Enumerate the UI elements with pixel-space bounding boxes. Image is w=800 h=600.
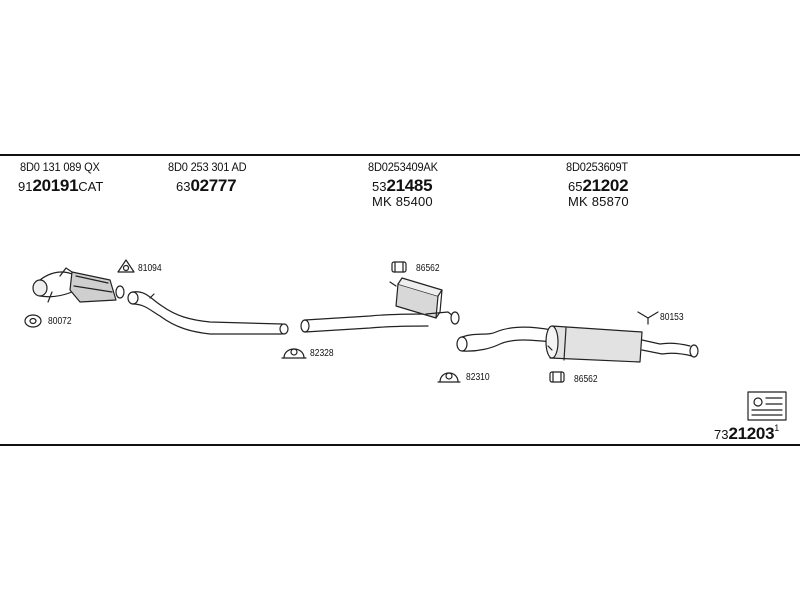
kit-suffix: 1: [774, 423, 780, 433]
oe-number-middle-silencer: 8D0253409AK: [368, 160, 438, 174]
manual-icon: [747, 391, 787, 421]
hanger-86562-bottom-icon: [549, 371, 565, 383]
fitting-label-82310: 82310: [466, 372, 490, 383]
middle-silencer: [300, 277, 460, 333]
part-number-catalyst: 9120191CAT: [18, 176, 103, 196]
part-prefix: 91: [18, 179, 33, 194]
fitting-label-86562-top: 86562: [416, 263, 440, 274]
hanger-86562-top-icon: [391, 261, 407, 273]
fitting-label-81094: 81094: [138, 263, 162, 274]
oe-number-front-pipe: 8D0 253 301 AD: [168, 160, 247, 174]
part-number-front-pipe: 6302777: [176, 176, 237, 196]
mk-number-middle-silencer: MK 85400: [372, 194, 433, 209]
catalytic-converter: [32, 267, 125, 303]
fitting-label-80072: 80072: [48, 316, 72, 327]
mk-number-rear-silencer: MK 85870: [568, 194, 629, 209]
part-prefix: 53: [372, 179, 387, 194]
kit-number: 73212031: [714, 423, 780, 444]
part-main: 02777: [190, 176, 237, 195]
part-prefix: 65: [568, 179, 583, 194]
part-main: 21485: [386, 176, 433, 195]
gasket-80072-icon: [24, 314, 42, 328]
top-rule: [0, 154, 800, 156]
clamp-82328-icon: [281, 348, 307, 359]
part-main: 20191: [32, 176, 79, 195]
kit-prefix: 73: [714, 427, 729, 442]
part-suffix: CAT: [78, 179, 104, 194]
part-number-rear-silencer: 6521202: [568, 176, 629, 196]
kit-main: 21203: [728, 424, 775, 443]
rear-silencer: [456, 325, 699, 363]
part-number-middle-silencer: 5321485: [372, 176, 433, 196]
fitting-label-86562-bottom: 86562: [574, 374, 598, 385]
oe-number-catalyst: 8D0 131 089 QX: [20, 160, 100, 174]
part-main: 21202: [582, 176, 629, 195]
bottom-rule: [0, 444, 800, 446]
front-pipe: [127, 291, 289, 335]
clamp-82310-icon: [437, 372, 461, 383]
oe-number-rear-silencer: 8D0253609T: [566, 160, 628, 174]
bracket-80153-icon: [637, 311, 659, 325]
fitting-label-82328: 82328: [310, 348, 334, 359]
part-prefix: 63: [176, 179, 191, 194]
clamp-81094-icon: [117, 259, 135, 273]
fitting-label-80153: 80153: [660, 312, 684, 323]
